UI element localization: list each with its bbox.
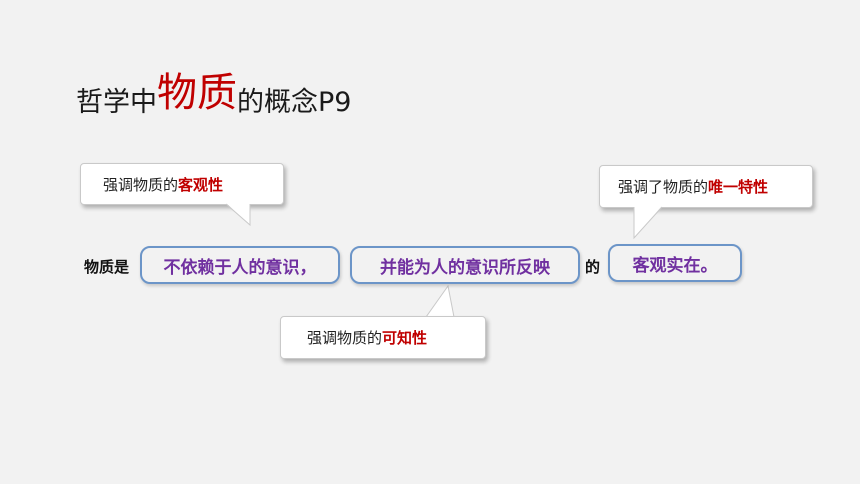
callout-objective: 强调物质的客观性 <box>80 163 284 205</box>
callout-objective-tail <box>225 203 251 227</box>
callout-unique-prefix: 强调了物质的 <box>618 178 709 196</box>
definition-label: 物质是 <box>84 258 130 276</box>
title-keyword: 物质 <box>157 70 237 116</box>
callout-unique-highlight: 唯一特性 <box>708 178 769 196</box>
callout-knowable: 强调物质的可知性 <box>280 316 486 359</box>
callout-knowable-highlight: 可知性 <box>382 329 428 347</box>
title-prefix: 哲学中 <box>76 87 157 118</box>
callout-unique-tail <box>633 206 663 240</box>
title-suffix: 的概念P9 <box>237 87 352 118</box>
definition-connector: 的 <box>585 258 601 276</box>
definition-box-independent: 不依赖于人的意识， <box>140 246 340 284</box>
callout-unique: 强调了物质的唯一特性 <box>599 165 813 208</box>
page-title: 哲学中 物质 的概念P9 <box>76 66 351 116</box>
callout-objective-highlight: 客观性 <box>178 175 224 194</box>
callout-objective-prefix: 强调物质的 <box>103 175 179 194</box>
callout-knowable-tail <box>425 284 455 318</box>
callout-knowable-prefix: 强调物质的 <box>307 329 383 347</box>
definition-box-reflected: 并能为人的意识所反映 <box>350 246 580 284</box>
definition-box-objective-reality: 客观实在。 <box>608 244 742 282</box>
